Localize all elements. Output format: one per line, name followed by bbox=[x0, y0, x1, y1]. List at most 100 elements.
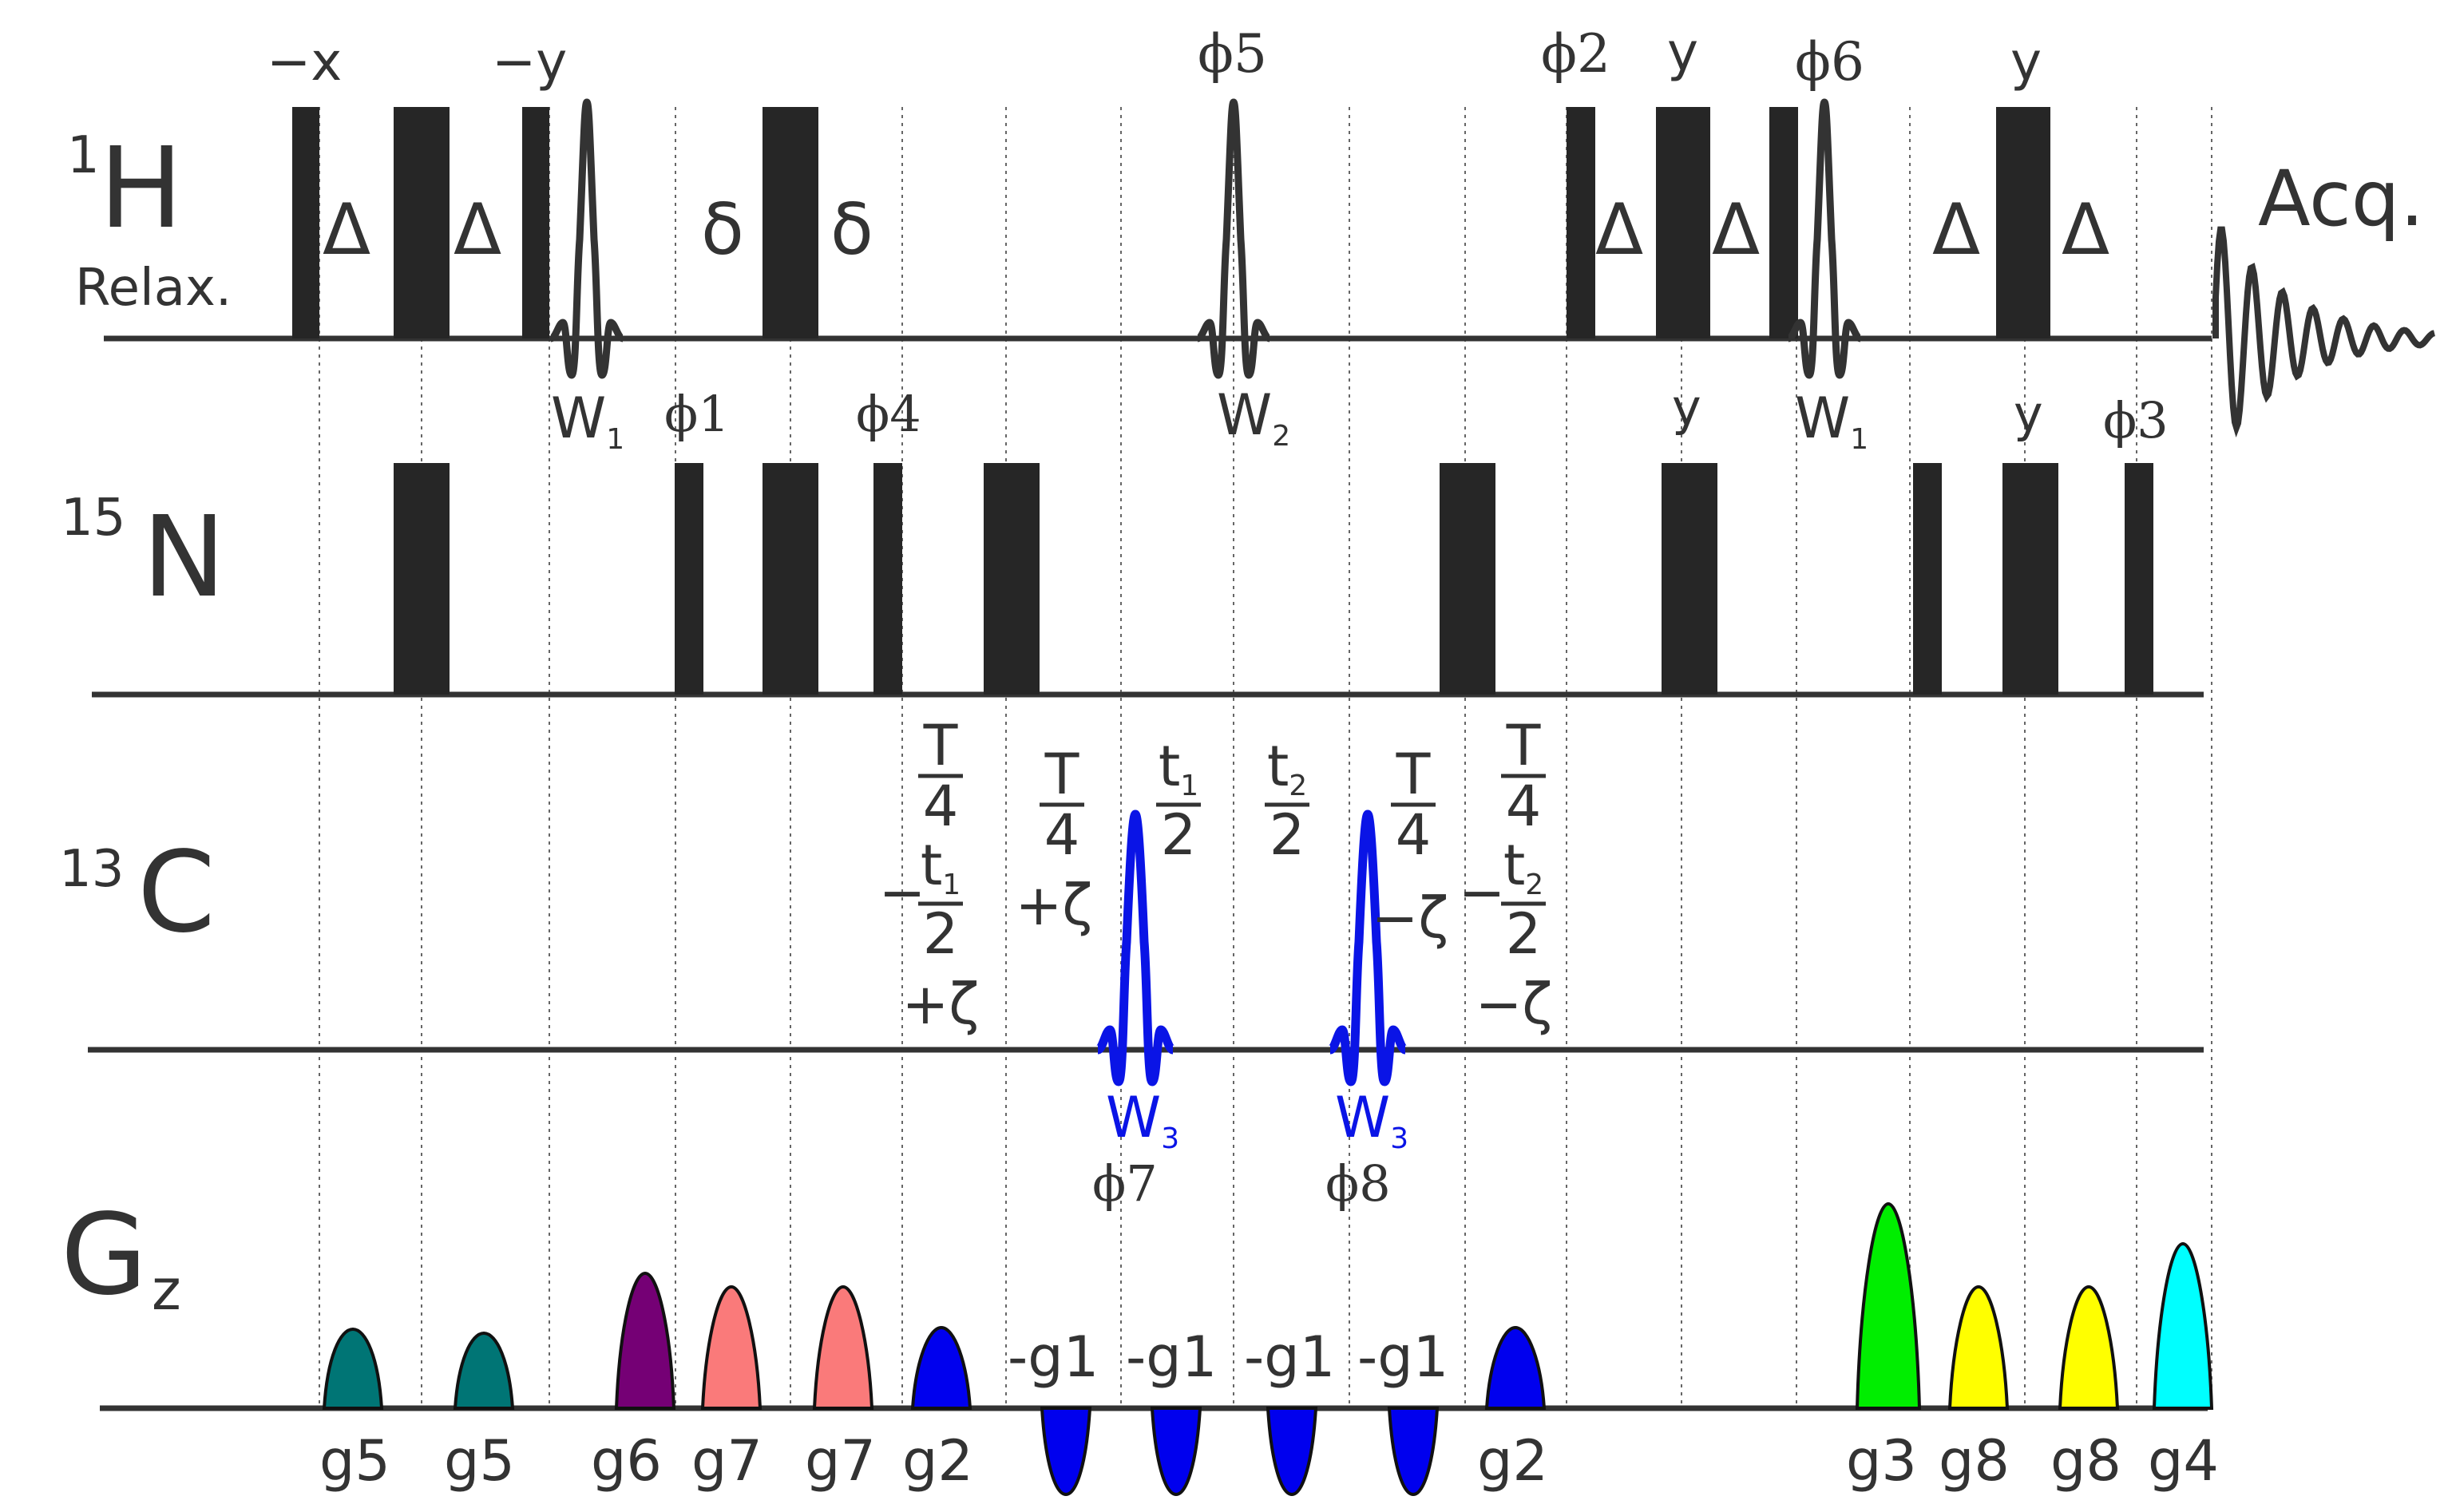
phase-y-h2: y bbox=[2010, 31, 2042, 93]
gradient-g6 bbox=[614, 1271, 676, 1410]
w1-label-a: W1 bbox=[551, 386, 624, 456]
delay-delta-4: Δ bbox=[1712, 188, 1760, 271]
c-isotope: 13 bbox=[59, 840, 124, 899]
label-g2-a: g2 bbox=[902, 1428, 973, 1494]
phase-mx: −x bbox=[267, 31, 342, 93]
n-pulse-90-phi4 bbox=[873, 463, 902, 695]
n-pulse-180-c bbox=[984, 463, 1040, 695]
c4-two: 2 bbox=[1270, 802, 1305, 868]
delay-delta-1: Δ bbox=[323, 188, 370, 271]
n-isotope: 15 bbox=[61, 489, 125, 548]
c2-plus-zeta: +ζ bbox=[1016, 873, 1093, 938]
c3-two: 2 bbox=[1161, 802, 1197, 868]
phase-y-n1: y bbox=[1672, 378, 1701, 437]
w2-label: W2 bbox=[1217, 382, 1290, 453]
w2-shaped-pulse bbox=[1196, 98, 1271, 379]
h-pulses bbox=[292, 107, 2050, 338]
c1-minus: − bbox=[879, 860, 926, 925]
time-markers bbox=[319, 107, 2212, 1408]
shaped-pulse-labels: W1 W2 W1 W3 W3 bbox=[551, 382, 1868, 1155]
gradient-neg-g1-c bbox=[1266, 1407, 1318, 1497]
h-pulse-180-b bbox=[763, 107, 818, 338]
gradient-g2-a bbox=[910, 1325, 972, 1410]
n-pulse-90-phi3 bbox=[2125, 463, 2153, 695]
c5-minus-zeta: −ζ bbox=[1372, 885, 1449, 951]
phase-phi1: ϕ1 bbox=[664, 385, 730, 443]
label-g6: g6 bbox=[591, 1428, 662, 1494]
channel-labels: 1 H Relax. 15 N 13 C G z bbox=[59, 124, 232, 1323]
h-pulse-180-c bbox=[1656, 107, 1710, 338]
w3-label-a: W3 bbox=[1106, 1085, 1179, 1155]
h-pulse-180-d bbox=[1996, 107, 2050, 338]
phase-phi5: ϕ5 bbox=[1198, 23, 1267, 85]
c5-T: T bbox=[1396, 742, 1431, 807]
c5-four: 4 bbox=[1396, 802, 1432, 868]
n-pulses bbox=[394, 463, 2153, 695]
c1-T: T bbox=[923, 713, 958, 778]
gradient-g8-b bbox=[2058, 1284, 2120, 1410]
c6-two: 2 bbox=[1506, 901, 1542, 967]
gradient-neg-g1-b bbox=[1150, 1407, 1202, 1497]
n-pulse-90-phi1 bbox=[675, 463, 703, 695]
h-isotope: 1 bbox=[67, 126, 100, 185]
c1-two: 2 bbox=[923, 901, 959, 967]
gradient-g2-b bbox=[1484, 1325, 1547, 1410]
gradient-g8-a bbox=[1947, 1284, 2010, 1410]
w3-label-b: W3 bbox=[1335, 1085, 1408, 1155]
phase-phi4: ϕ4 bbox=[856, 385, 921, 443]
label-g3: g3 bbox=[1846, 1428, 1917, 1494]
n-pulse-180-y bbox=[1662, 463, 1717, 695]
gradient-g7-a bbox=[700, 1284, 763, 1410]
c1-plus-zeta: +ζ bbox=[902, 972, 980, 1037]
c4-t2: t2 bbox=[1267, 734, 1307, 802]
c6-T: T bbox=[1506, 713, 1541, 778]
label-neg-g1-a: -g1 bbox=[1008, 1324, 1099, 1390]
gradient-pulses bbox=[322, 1201, 2214, 1497]
c1-four: 4 bbox=[923, 774, 959, 839]
w1-shaped-pulse-b bbox=[1787, 98, 1862, 379]
phase-phi7: ϕ7 bbox=[1092, 1154, 1158, 1213]
n-nucleus: N bbox=[142, 493, 226, 623]
label-neg-g1-c: -g1 bbox=[1244, 1324, 1335, 1390]
n-pulse-180-a bbox=[394, 463, 450, 695]
gradient-g5-b bbox=[453, 1331, 515, 1410]
acquisition-label: Acq. bbox=[2258, 154, 2424, 243]
delay-delta-2: Δ bbox=[454, 188, 501, 271]
c6-t2: t2 bbox=[1503, 833, 1543, 901]
phase-phi3: ϕ3 bbox=[2103, 391, 2169, 449]
c-evolution-labels: T 4 − t1 2 +ζ T 4 +ζ t1 2 t2 2 T 4 −ζ T … bbox=[879, 713, 1553, 1037]
h-pulse-90-phi2 bbox=[1567, 107, 1595, 338]
phase-my: −y bbox=[492, 31, 567, 93]
delay-delta-6: Δ bbox=[2062, 188, 2109, 271]
gradient-g7-b bbox=[812, 1284, 874, 1410]
phase-phi2: ϕ2 bbox=[1541, 23, 1610, 85]
label-g5-b: g5 bbox=[444, 1428, 515, 1494]
label-g2-b: g2 bbox=[1477, 1428, 1548, 1494]
n-pulse-90-e bbox=[1913, 463, 1942, 695]
delay-small-delta-2: δ bbox=[830, 188, 873, 271]
h-pulse-90-d bbox=[1769, 107, 1798, 338]
phase-y-n2: y bbox=[2014, 385, 2043, 443]
phase-y-h1: y bbox=[1667, 22, 1698, 83]
c2-four: 4 bbox=[1044, 802, 1080, 868]
gradient-neg-g1-a bbox=[1040, 1407, 1092, 1497]
c3-t1: t1 bbox=[1159, 734, 1198, 802]
gradient-g3 bbox=[1855, 1201, 1922, 1410]
h-labels: −x −y ϕ5 ϕ2 y ϕ6 y Δ Δ δ δ Δ Δ Δ Δ Acq. bbox=[267, 22, 2424, 271]
h-pulse-90-mx bbox=[292, 107, 319, 338]
gradient-g5-a bbox=[322, 1327, 384, 1410]
label-g4: g4 bbox=[2148, 1428, 2219, 1494]
gradient-neg-g1-d bbox=[1387, 1407, 1440, 1497]
c6-minus-zeta: −ζ bbox=[1476, 972, 1553, 1037]
acquisition-fid bbox=[2212, 226, 2435, 438]
label-neg-g1-d: -g1 bbox=[1357, 1324, 1448, 1390]
label-g8-a: g8 bbox=[1939, 1428, 2010, 1494]
phase-phi6: ϕ6 bbox=[1795, 31, 1864, 93]
h-pulse-90-my bbox=[522, 107, 549, 338]
w3-shaped-pulse-a bbox=[1095, 809, 1175, 1087]
label-g7-a: g7 bbox=[691, 1428, 763, 1494]
delay-delta-3: Δ bbox=[1595, 188, 1643, 271]
n-labels: ϕ1 ϕ4 y y ϕ3 bbox=[664, 378, 2169, 449]
